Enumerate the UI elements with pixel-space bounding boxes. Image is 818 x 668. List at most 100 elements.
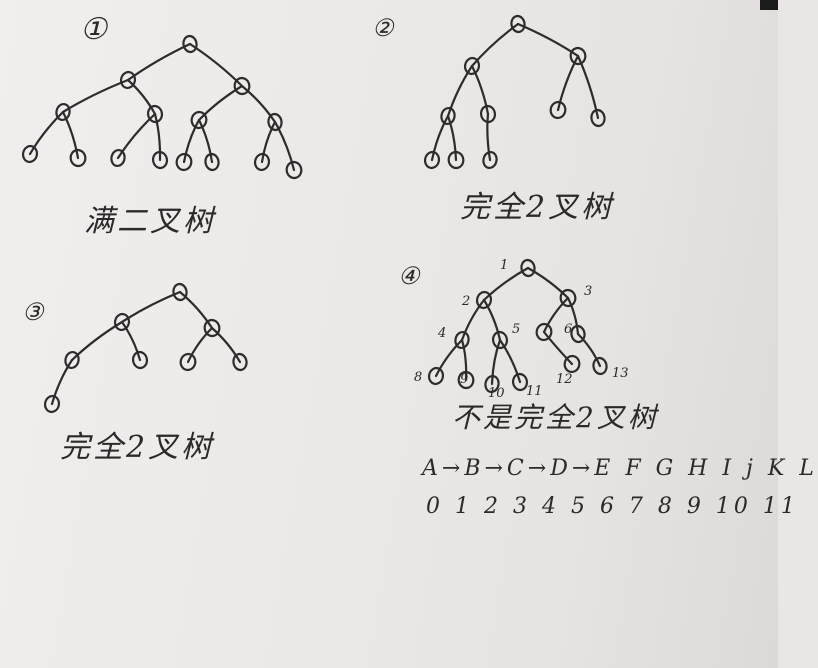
tree4-label-1: 1 bbox=[500, 258, 509, 273]
tree-4-not-complete-edge bbox=[490, 338, 502, 386]
tree-2-complete-edge bbox=[576, 54, 600, 120]
tree-3-complete-node bbox=[64, 350, 80, 370]
tree-3-complete-edge bbox=[50, 358, 74, 406]
tree-4-not-complete-node bbox=[511, 372, 529, 392]
tree-1-full-edge bbox=[126, 42, 192, 82]
tree4-label-10: 10 bbox=[488, 386, 505, 401]
tree4-label-11: 11 bbox=[526, 384, 543, 399]
tree-4-not-complete-node bbox=[475, 290, 493, 310]
tree4-label-4: 4 bbox=[438, 326, 447, 341]
tree-3-complete-node bbox=[131, 350, 149, 370]
tree-2-complete-node bbox=[447, 150, 465, 170]
tree-1-full-edge bbox=[182, 118, 201, 164]
tree-1-full-edge bbox=[61, 78, 130, 114]
tree4-label-12: 12 bbox=[556, 372, 573, 387]
tree-2-complete-node bbox=[440, 106, 456, 126]
tree-1-full-edge bbox=[188, 42, 244, 88]
tree-1-full-node bbox=[110, 148, 126, 168]
caption-complete-binary-tree-3: 完全2叉树 bbox=[60, 430, 215, 465]
tree-1-full-edge bbox=[197, 118, 214, 164]
tree-4-not-complete-edge bbox=[542, 330, 574, 366]
tree-4-not-complete-edge bbox=[460, 338, 468, 382]
tree-3-complete-edge bbox=[186, 326, 214, 364]
tree4-label-5: 5 bbox=[512, 322, 521, 337]
tree-2-complete-node bbox=[510, 14, 526, 34]
tree-3-complete-edge bbox=[120, 290, 182, 324]
tree-1-full-node bbox=[253, 152, 271, 172]
tree-1-full-edge bbox=[197, 84, 244, 122]
tree-1-full-edge bbox=[126, 78, 157, 116]
index-sequence: 0 1 2 3 4 5 6 7 8 9 10 11 bbox=[426, 494, 799, 519]
tree-1-full-node bbox=[175, 152, 193, 172]
tree-2-complete-node bbox=[482, 150, 498, 170]
tree-4-not-complete-edge bbox=[542, 296, 570, 334]
tree-1-full-node bbox=[204, 152, 220, 172]
tree4-label-9: 9 bbox=[460, 372, 469, 387]
tree-3-complete-node bbox=[113, 312, 131, 332]
handwritten-trees bbox=[21, 14, 608, 414]
tree-4-not-complete-node bbox=[454, 330, 470, 350]
tree-4-not-complete-node bbox=[457, 370, 475, 390]
tree-2-complete-edge bbox=[430, 114, 450, 162]
tree-1-full-node bbox=[190, 110, 208, 130]
tree4-label-8: 8 bbox=[414, 370, 423, 385]
tree-1-full-node bbox=[285, 160, 303, 180]
tree-2-complete-edge bbox=[556, 54, 580, 112]
tree-1-full-node bbox=[233, 76, 251, 96]
caption-full-binary-tree: 满二叉树 bbox=[84, 204, 216, 239]
tree-4-not-complete-node bbox=[427, 366, 445, 386]
tree-2-complete-edge bbox=[470, 22, 520, 68]
tree-4-not-complete-node bbox=[484, 374, 500, 394]
tree-2-complete-node bbox=[569, 46, 587, 66]
marker-2: ② bbox=[372, 14, 396, 42]
photo-corner-shadow bbox=[760, 0, 778, 10]
letter-sequence: A→B→C→D→E F G H I j K L bbox=[422, 456, 818, 481]
tree-3-complete-node bbox=[179, 352, 197, 372]
caption-not-complete-binary-tree: 不是完全2叉树 bbox=[452, 401, 659, 434]
tree-3-complete-edge bbox=[120, 320, 142, 362]
tree-4-not-complete-edge bbox=[498, 338, 522, 384]
tree4-label-2: 2 bbox=[462, 294, 471, 309]
tree-1-full-node bbox=[119, 70, 137, 90]
tree-3-complete-node bbox=[172, 282, 188, 302]
tree-1-full-edge bbox=[273, 120, 296, 172]
tree-1-full-node bbox=[146, 104, 164, 124]
tree-1-full-node bbox=[69, 148, 87, 168]
caption-complete-binary-tree-2: 完全2叉树 bbox=[460, 190, 615, 225]
tree-1-full-node bbox=[21, 144, 39, 164]
marker-1: ① bbox=[80, 12, 109, 47]
tree-3-complete-edge bbox=[178, 290, 214, 330]
tree-2-complete-edge bbox=[516, 22, 580, 58]
tree-2-complete-node bbox=[479, 104, 497, 124]
tree-2-complete-node bbox=[423, 150, 441, 170]
tree-1-full-edge bbox=[61, 110, 80, 160]
marker-4: ④ bbox=[398, 262, 422, 290]
tree-3-complete-node bbox=[43, 394, 61, 414]
tree-4-not-complete-node bbox=[559, 288, 577, 308]
tree-4-not-complete-node bbox=[520, 258, 536, 278]
tree-2-complete-node bbox=[549, 100, 567, 120]
tree-1-full-edge bbox=[28, 110, 65, 156]
tree4-label-6: 6 bbox=[564, 322, 573, 337]
tree4-label-13: 13 bbox=[612, 366, 629, 381]
tree-4-not-complete-node bbox=[563, 354, 581, 374]
tree-3-complete-node bbox=[203, 318, 221, 338]
tree-1-full-node bbox=[55, 102, 71, 122]
tree-4-not-complete-edge bbox=[434, 338, 464, 378]
tree-3-complete-edge bbox=[210, 326, 242, 364]
tree-4-not-complete-edge bbox=[576, 332, 602, 368]
tree-1-full-edge bbox=[116, 112, 157, 160]
tree-4-not-complete-node bbox=[592, 356, 608, 376]
tree-2-complete-node bbox=[463, 56, 481, 76]
tree-2-complete-edge bbox=[486, 112, 492, 162]
tree-4-not-complete-node bbox=[570, 324, 586, 344]
tree4-label-3: 3 bbox=[584, 284, 593, 299]
tree-3-complete-node bbox=[232, 352, 248, 372]
tree-2-complete-edge bbox=[446, 114, 458, 162]
marker-3: ③ bbox=[22, 298, 46, 326]
tree-1-full-edge bbox=[153, 112, 162, 162]
tree-4-not-complete-edge bbox=[482, 298, 502, 342]
tree-3-complete-edge bbox=[70, 320, 124, 362]
tree-2-complete-node bbox=[590, 108, 606, 128]
